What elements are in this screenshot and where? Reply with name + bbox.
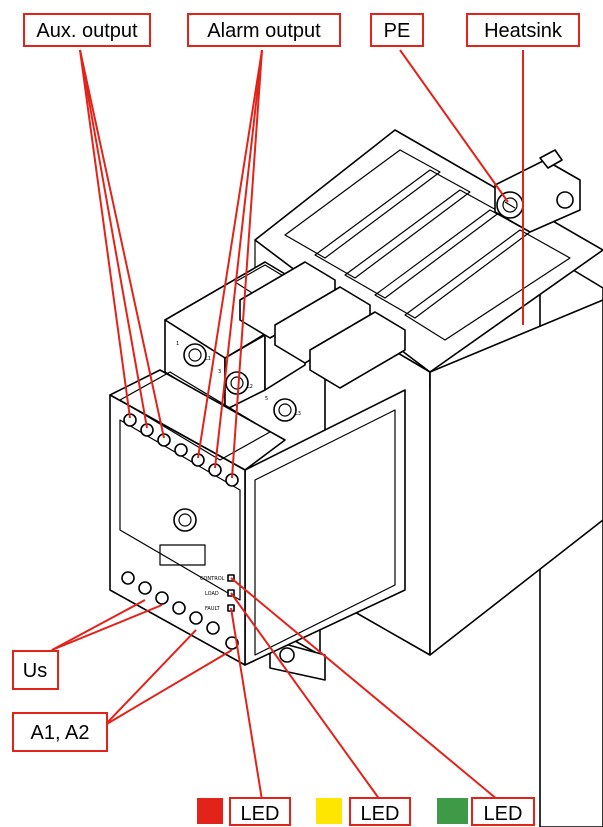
power-screw-l3 <box>273 398 297 422</box>
terminal-marking-3: 3 <box>218 369 221 375</box>
us-terminal <box>138 581 152 595</box>
label-aux-output-text: Aux. output <box>36 20 138 42</box>
label-us-text: Us <box>23 660 47 682</box>
pe-screw-slot <box>504 201 516 209</box>
pe-terminal <box>494 149 581 233</box>
dip-switch-area <box>159 544 206 566</box>
leader-us-1 <box>51 599 146 651</box>
pe-screw-head <box>502 197 518 213</box>
led-load-marking: LOAD <box>205 591 219 597</box>
power-screw-l2-head <box>230 376 244 390</box>
heatsink-fin-slot <box>284 149 441 259</box>
leader-alarm-output-3 <box>231 49 263 479</box>
led-green-label: LED <box>484 803 523 825</box>
aux-terminal <box>174 443 188 457</box>
callout-labels: Aux. output Alarm output PE Heatsink Us … <box>12 13 580 826</box>
us-terminal <box>155 591 169 605</box>
a1a2-terminal <box>206 621 220 635</box>
terminal-marking-l1: L1 <box>205 356 211 362</box>
pe-clamp-screw <box>539 149 563 169</box>
label-aux-output: Aux. output <box>23 13 151 47</box>
led-legend-green: LED <box>437 797 535 826</box>
label-us: Us <box>12 650 59 690</box>
leader-led-yellow <box>230 592 381 801</box>
leader-alarm-output-2 <box>214 49 263 469</box>
label-pe: PE <box>370 13 424 47</box>
a1a2-terminal <box>189 611 203 625</box>
label-heatsink: Heatsink <box>466 13 580 47</box>
base-screw <box>279 647 295 663</box>
terminal-marking-1: 1 <box>176 341 179 347</box>
label-heatsink-text: Heatsink <box>484 20 563 42</box>
led-control-marking: CONTROL <box>200 576 225 582</box>
led-color-swatch-green <box>437 798 468 824</box>
led-color-swatch-yellow <box>316 798 342 824</box>
leader-us-2 <box>51 604 163 651</box>
label-pe-text: PE <box>384 20 411 42</box>
terminal-marking-l3: L3 <box>295 411 301 417</box>
leader-aux-output-3 <box>79 49 165 439</box>
led-yellow-label: LED <box>361 803 400 825</box>
led-legend-red: LED <box>197 797 291 826</box>
label-alarm-output: Alarm output <box>187 13 341 47</box>
control-module-face <box>119 419 241 601</box>
leader-pe <box>399 49 509 203</box>
heatsink-right-face <box>429 299 603 656</box>
leader-aux-output-1 <box>79 49 131 419</box>
leader-a1a2-2 <box>104 649 233 726</box>
terminal-cover-top <box>119 371 271 461</box>
label-a1-a2-text: A1, A2 <box>31 722 90 744</box>
a1a2-terminal <box>225 636 239 650</box>
power-screw-l2 <box>225 371 249 395</box>
power-screw-l1-head <box>188 348 202 362</box>
leader-lines <box>51 49 524 801</box>
adjustment-knob-center <box>178 513 192 527</box>
leader-aux-output-2 <box>79 49 148 429</box>
leader-a1a2-1 <box>104 629 197 726</box>
power-terminals: 1 L1 3 L2 5 L3 <box>164 261 406 422</box>
leader-alarm-output-1 <box>197 49 263 459</box>
power-screw-l1 <box>183 343 207 367</box>
heatsink-fin-slot <box>314 169 471 279</box>
terminal-marking-5: 5 <box>265 396 268 402</box>
us-terminal <box>121 571 135 585</box>
pe-clamp-hole <box>556 191 574 209</box>
led-red-label: LED <box>241 803 280 825</box>
terminal-cover <box>309 311 406 389</box>
label-a1-a2: A1, A2 <box>12 712 108 752</box>
bottom-terminal <box>172 601 186 615</box>
adjustment-knob[interactable] <box>173 508 197 532</box>
terminal-marking-l2: L2 <box>247 384 253 390</box>
leader-led-red <box>230 607 263 801</box>
power-screw-l3-head <box>278 403 292 417</box>
led-color-swatch-red <box>197 798 223 824</box>
heatsink-fin-slot <box>404 229 571 341</box>
leader-led-green <box>230 577 499 801</box>
label-alarm-output-text: Alarm output <box>207 20 321 42</box>
led-legend-yellow: LED <box>316 797 411 826</box>
led-fault-marking: FAULT <box>205 606 221 612</box>
